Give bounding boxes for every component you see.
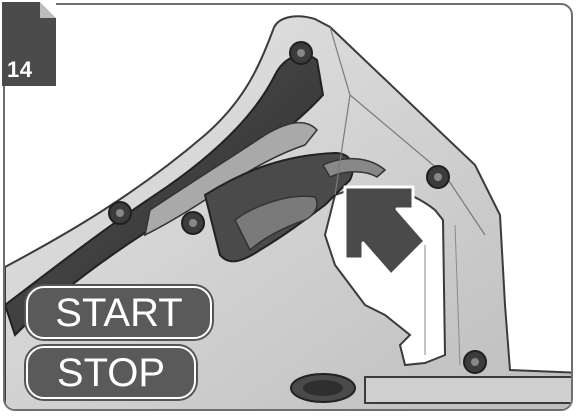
trigger-icon <box>203 151 387 263</box>
screw-icon <box>426 165 450 189</box>
instruction-panel <box>3 3 573 411</box>
stop-label: STOP <box>26 346 196 399</box>
start-label: START <box>26 286 212 339</box>
screw-icon <box>463 350 487 374</box>
step-badge: 14 <box>2 2 56 86</box>
arrow-icon <box>343 185 427 277</box>
screw-icon <box>108 201 132 225</box>
screw-icon <box>181 211 205 235</box>
step-number: 14 <box>7 57 33 82</box>
page-fold-icon <box>40 2 56 18</box>
screw-icon <box>289 41 313 65</box>
